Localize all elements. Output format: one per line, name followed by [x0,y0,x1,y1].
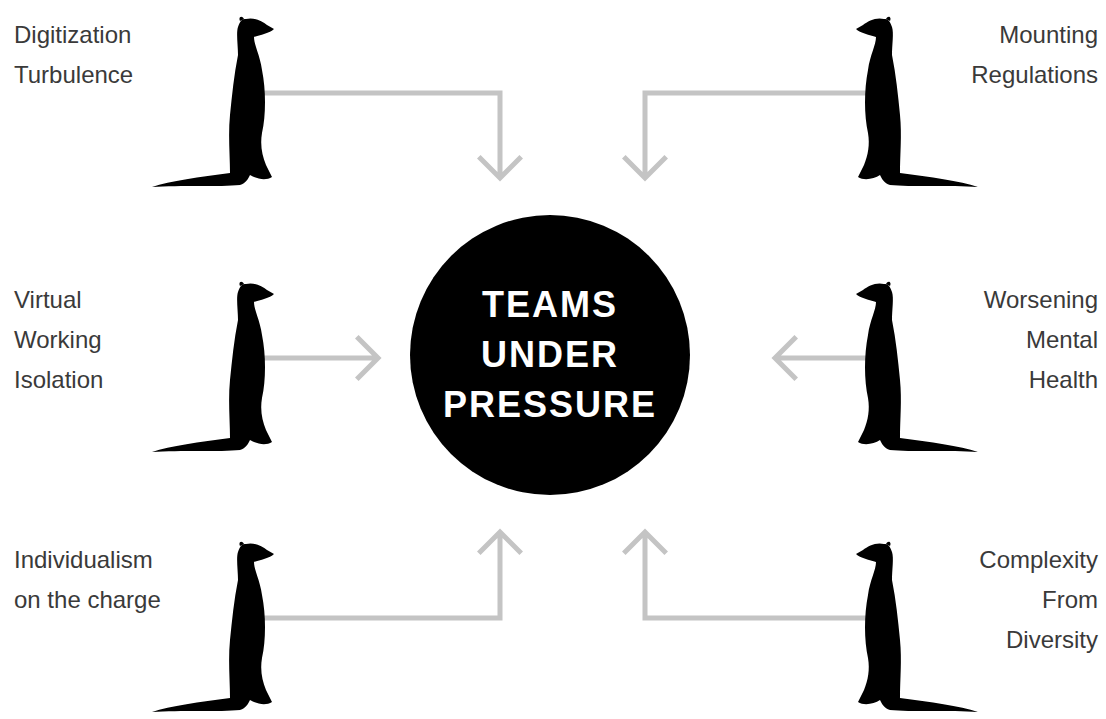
meerkat-body [856,17,978,187]
text-group: TEAMS UNDER PRESSURE [410,215,690,495]
pressure-arrow [624,532,868,618]
pressure-label: Mounting Regulations [958,15,1098,95]
pressure-label: Individualism on the charge [14,540,166,620]
text-group: Worsening Mental Health [958,280,1098,400]
center-circle: TEAMS UNDER PRESSURE [410,215,690,495]
meerkat-silhouette [150,15,275,190]
pressure-arrow [624,93,868,178]
pressure-arrow [775,337,868,379]
text-group: Complexity From Diversity [958,540,1098,660]
text-group: Individualism on the charge [14,540,166,620]
meerkat-silhouette [855,540,980,715]
meerkat-silhouette [855,280,980,455]
meerkat-silhouette [150,540,275,715]
meerkat-node: Virtual Working Isolation [150,280,275,455]
pressure-arrow [263,93,522,178]
center-title: TEAMS UNDER PRESSURE [435,280,665,430]
meerkat-node: Complexity From Diversity [855,540,980,715]
meerkat-body [152,542,274,712]
pressure-label: Digitization Turbulence [14,15,166,95]
meerkat-body [152,282,274,452]
circle-fill [410,215,690,495]
meerkat-silhouette [855,15,980,190]
meerkat-node: Mounting Regulations [855,15,980,190]
pressure-label: Worsening Mental Health [958,280,1098,400]
meerkat-node: Worsening Mental Health [855,280,980,455]
text-group: Virtual Working Isolation [14,280,166,400]
meerkat-body [856,282,978,452]
pressure-label: Complexity From Diversity [958,540,1098,660]
text-group: Mounting Regulations [958,15,1098,95]
meerkat-node: Individualism on the charge [150,540,275,715]
pressure-arrow [263,532,522,618]
pressure-label: Virtual Working Isolation [14,280,166,400]
pressure-arrow [263,337,379,379]
meerkat-body [856,542,978,712]
meerkat-silhouette [150,280,275,455]
meerkat-body [152,17,274,187]
text-group: Digitization Turbulence [14,15,166,95]
meerkat-node: Digitization Turbulence [150,15,275,190]
